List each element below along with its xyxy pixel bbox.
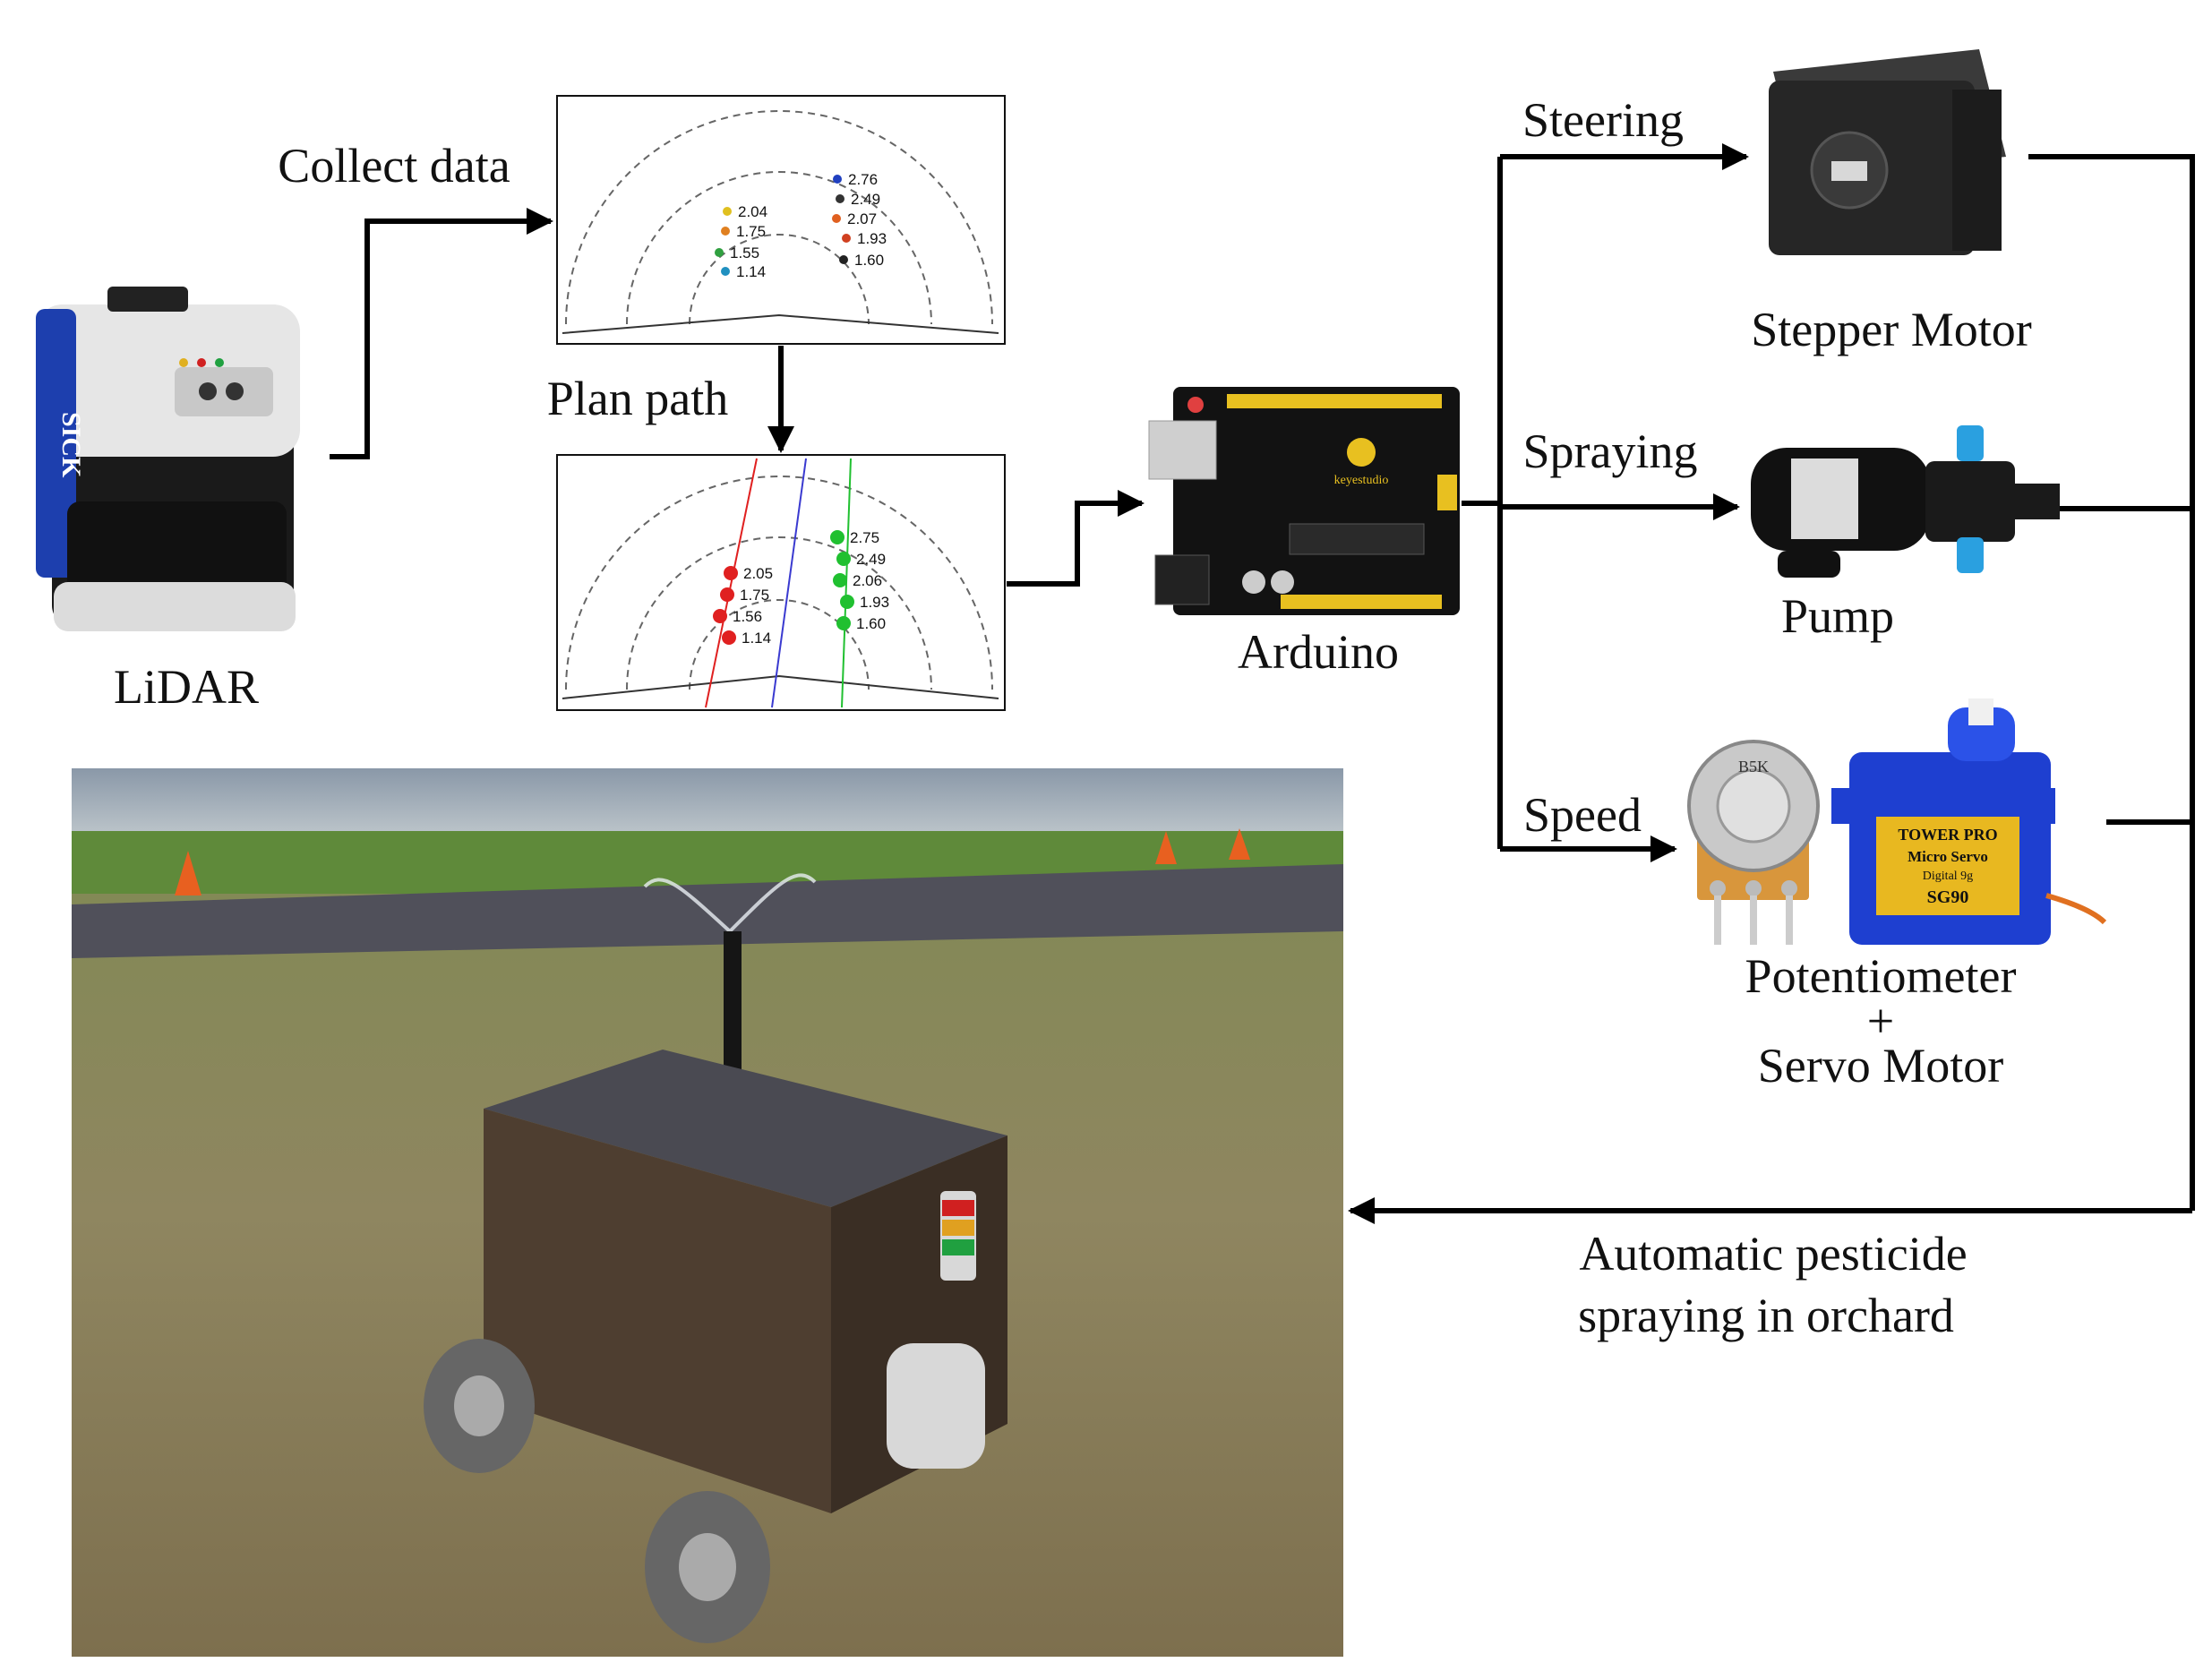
lidar-brand-text: SICK bbox=[56, 412, 86, 478]
return-from-stepper bbox=[2028, 154, 2195, 1211]
scan-plot: 2.04 1.75 1.55 1.14 2.76 2.49 2.07 1.93 … bbox=[556, 95, 1006, 345]
path-right-value-5: 1.60 bbox=[856, 615, 886, 632]
plus-label: + bbox=[1867, 994, 1894, 1048]
stepper-motor-label: Stepper Motor bbox=[1751, 303, 2031, 356]
arrow-lidar-to-scan bbox=[330, 208, 553, 459]
scan-right-value-4: 1.93 bbox=[857, 230, 887, 247]
path-plot: 2.05 1.75 1.56 1.14 2.75 2.49 2.06 1.93 … bbox=[556, 454, 1006, 711]
servo-motor-label: Servo Motor bbox=[1758, 1039, 2004, 1093]
arrow-path-to-arduino bbox=[1007, 490, 1145, 587]
pump-label: Pump bbox=[1781, 589, 1894, 643]
path-left-value-2: 1.75 bbox=[740, 587, 769, 604]
potentiometer: B5K bbox=[1687, 740, 1820, 945]
spraying-label: Spraying bbox=[1523, 424, 1698, 478]
servo-model-text: SG90 bbox=[1927, 887, 1969, 907]
lidar-device: SICK bbox=[36, 287, 300, 631]
path-right-value-4: 1.93 bbox=[860, 594, 889, 611]
servo-type-text: Micro Servo bbox=[1908, 848, 1988, 865]
arduino-board: keyestudio bbox=[1148, 387, 1460, 615]
scan-left-value-4: 1.14 bbox=[736, 263, 766, 280]
result-label-line1: Automatic pesticide bbox=[1579, 1227, 1967, 1281]
servo-spec-text: Digital 9g bbox=[1923, 870, 1973, 883]
connectors bbox=[330, 143, 2195, 1224]
result-label-line2: spraying in orchard bbox=[1578, 1289, 1954, 1342]
path-plot-right-values: 2.75 2.49 2.06 1.93 1.60 bbox=[830, 529, 889, 632]
scan-right-value-2: 2.49 bbox=[851, 191, 880, 208]
path-plot-left-values: 2.05 1.75 1.56 1.14 bbox=[713, 565, 773, 647]
center-path-line bbox=[771, 458, 807, 708]
lidar-label: LiDAR bbox=[114, 660, 259, 714]
stepper-motor bbox=[1769, 49, 2006, 255]
path-left-value-4: 1.14 bbox=[742, 630, 771, 647]
path-right-value-2: 2.49 bbox=[856, 551, 886, 568]
potentiometer-label: Potentiometer bbox=[1745, 949, 2017, 1003]
scan-plot-right-values: 2.76 2.49 2.07 1.93 1.60 bbox=[832, 171, 887, 269]
robot-field-photo bbox=[72, 768, 1343, 1657]
servo-brand-text: TOWER PRO bbox=[1898, 826, 1997, 844]
path-right-value-3: 2.06 bbox=[853, 572, 882, 589]
speed-label: Speed bbox=[1523, 788, 1642, 842]
servo-motor: TOWER PRO Micro Servo Digital 9g SG90 bbox=[1831, 698, 2107, 945]
collect-data-label: Collect data bbox=[278, 139, 510, 193]
path-right-value-1: 2.75 bbox=[850, 529, 879, 546]
arduino-brand-text: keyestudio bbox=[1334, 474, 1389, 487]
scan-right-value-1: 2.76 bbox=[848, 171, 878, 188]
scan-left-value-1: 2.04 bbox=[738, 203, 767, 220]
potentiometer-marking: B5K bbox=[1738, 758, 1769, 776]
scan-left-value-2: 1.75 bbox=[736, 223, 766, 240]
scan-left-value-3: 1.55 bbox=[730, 244, 759, 261]
pump bbox=[1751, 425, 2060, 578]
scan-right-value-3: 2.07 bbox=[847, 210, 877, 227]
scan-plot-left-values: 2.04 1.75 1.55 1.14 bbox=[715, 203, 767, 280]
path-left-value-1: 2.05 bbox=[743, 565, 773, 582]
left-path-line bbox=[705, 458, 758, 708]
path-left-value-3: 1.56 bbox=[733, 608, 762, 625]
arduino-label: Arduino bbox=[1238, 625, 1399, 679]
steering-label: Steering bbox=[1522, 93, 1684, 147]
plan-path-label: Plan path bbox=[547, 372, 728, 425]
scan-right-value-5: 1.60 bbox=[854, 252, 884, 269]
